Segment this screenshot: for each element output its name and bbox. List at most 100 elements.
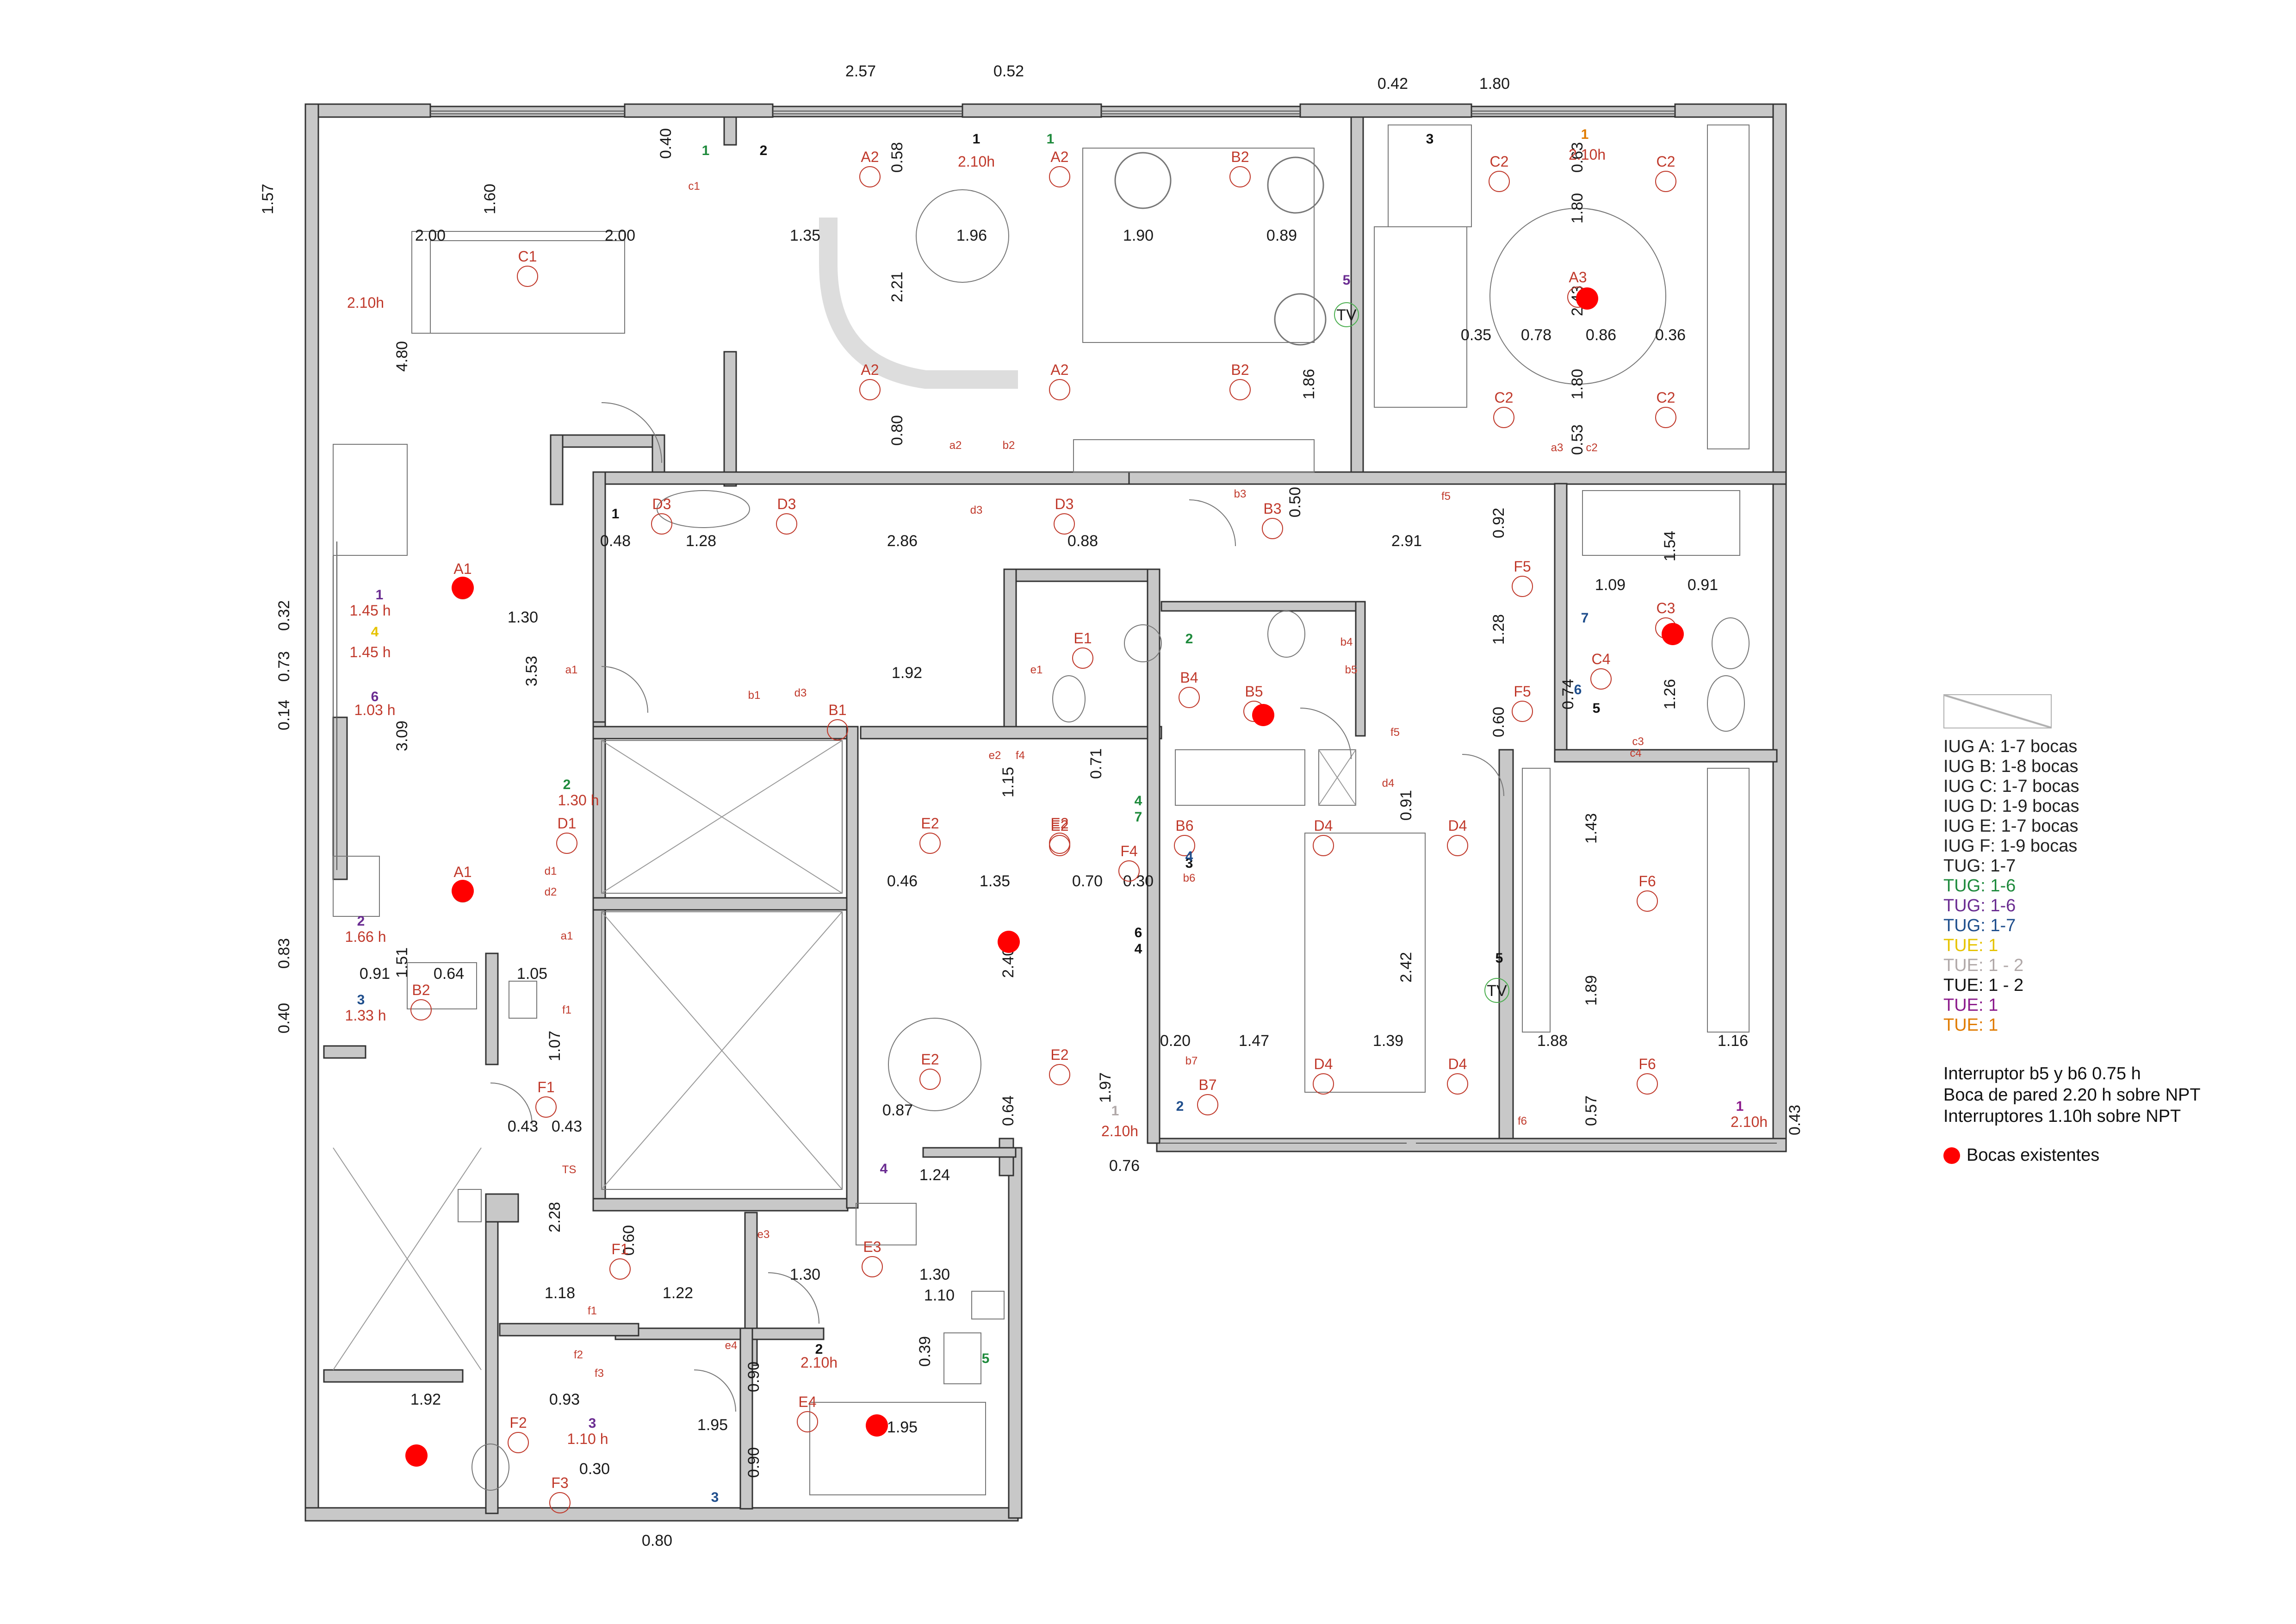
wall: [1008, 1147, 1023, 1519]
dimension-label: 0.35: [1461, 326, 1491, 344]
switch-label: f5: [1441, 490, 1451, 503]
dimension-label: 1.30: [919, 1266, 950, 1283]
light-point-icon: [1447, 835, 1468, 856]
legend-existing: Bocas existentes: [1943, 1145, 2277, 1165]
dimension-label: 0.64: [999, 1095, 1017, 1126]
dimension-label: 1.30: [508, 609, 538, 626]
fixture-outline: [1175, 749, 1305, 806]
fixture-outline: [601, 911, 843, 1190]
dimension-label: 1.47: [1239, 1032, 1269, 1050]
room-label: A2: [1050, 149, 1068, 165]
light-point-icon: [1313, 835, 1334, 856]
fixture-outline: [856, 1203, 917, 1245]
fixture-outline: [971, 1291, 1005, 1319]
wall: [332, 716, 348, 880]
existing-outlet-icon: [1662, 623, 1684, 645]
dimension-label: 1.35: [790, 227, 820, 244]
dimension-label: 0.90: [745, 1447, 763, 1478]
dimension-label: 1.95: [697, 1416, 728, 1434]
switch-label: e3: [757, 1228, 770, 1241]
legend-existing-label: Bocas existentes: [1967, 1145, 2100, 1165]
light-point-icon: [1049, 1064, 1070, 1085]
legend-item: IUG D: 1-9 bocas: [1943, 796, 2079, 816]
height-note: 1.45 h: [350, 602, 391, 619]
room-label: D3: [1055, 496, 1074, 512]
height-note: 2.10h: [1101, 1123, 1138, 1139]
circuit-number: 2: [357, 914, 365, 929]
dimension-label: 1.90: [1123, 227, 1154, 244]
dimension-label: 1.43: [1582, 813, 1600, 844]
existing-outlet-icon: [866, 1414, 888, 1437]
dimension-label: 0.91: [1397, 790, 1415, 821]
fixture-outline: [458, 1189, 482, 1222]
dimension-label: 0.73: [275, 651, 293, 682]
circuit-number: 5: [1593, 701, 1601, 716]
fixture-outline: [333, 444, 408, 556]
light-point-icon: [919, 833, 941, 854]
tv-icon: [1484, 978, 1509, 1003]
wall: [592, 721, 606, 1209]
circuit-number: 1: [1736, 1099, 1744, 1114]
light-point-icon: [1049, 835, 1070, 856]
light-point-icon: [609, 1258, 631, 1280]
wall: [499, 1323, 639, 1337]
dimension-label: 1.92: [892, 664, 922, 682]
wall: [624, 103, 774, 118]
light-point-icon: [1655, 407, 1676, 428]
switch-label: a1: [561, 930, 573, 942]
switch-label: f2: [574, 1349, 583, 1361]
dimension-label: 1.96: [956, 227, 987, 244]
circuit-number: 7: [1581, 610, 1589, 626]
light-point-icon: [797, 1411, 818, 1432]
room-label: C4: [1592, 651, 1611, 667]
sofa-icon: [819, 218, 1018, 389]
room-label: E4: [798, 1394, 816, 1410]
room-label: C2: [1495, 389, 1514, 406]
dimension-label: 1.54: [1661, 531, 1679, 561]
existing-outlet-icon: [452, 880, 474, 902]
dimension-label: 0.42: [1378, 75, 1408, 93]
fixture-outline: [509, 981, 537, 1019]
door-swing: [490, 1083, 533, 1125]
legend-item: TUE: 1: [1943, 936, 1998, 955]
switch-label: f1: [562, 1004, 571, 1016]
light-point-icon: [1229, 166, 1251, 187]
switch-label: d3: [970, 504, 983, 516]
circuit-number: 4: [1135, 941, 1142, 957]
switch-label: b3: [1234, 488, 1247, 500]
room-label: B5: [1245, 683, 1263, 700]
room-label: B2: [1231, 361, 1249, 378]
room-label: A3: [1569, 269, 1587, 286]
dimension-label: 1.30: [790, 1266, 820, 1283]
switch-label: f5: [1390, 726, 1400, 739]
wall: [304, 103, 431, 118]
door-swing: [601, 402, 662, 463]
dimension-label: 1.86: [1300, 369, 1318, 399]
height-note: 1.30 h: [558, 792, 599, 809]
dimension-label: 1.95: [887, 1419, 918, 1436]
room-label: F6: [1638, 1056, 1656, 1072]
circuit-number: 3: [711, 1490, 719, 1505]
dimension-label: 1.88: [1537, 1032, 1568, 1050]
wall: [723, 351, 737, 487]
wall: [652, 434, 665, 473]
fixture-outline: [1124, 624, 1162, 662]
fixture-outline: [1304, 833, 1426, 1093]
room-label: F4: [1120, 843, 1137, 859]
dimension-label: 1.16: [1718, 1032, 1748, 1050]
light-point-icon: [919, 1069, 941, 1090]
light-point-icon: [1179, 687, 1200, 708]
switch-label: b1: [748, 689, 761, 702]
door-swing: [601, 666, 648, 713]
dimension-label: 1.39: [1373, 1032, 1403, 1050]
wall: [962, 103, 1102, 118]
light-point-icon: [1262, 518, 1283, 539]
height-note: 2.10h: [800, 1354, 838, 1371]
switch-label: TS: [562, 1164, 577, 1176]
dimension-label: 0.39: [916, 1336, 934, 1367]
dimension-label: 0.40: [657, 128, 675, 159]
circuit-number: 2: [563, 777, 571, 792]
fixture-outline: [333, 856, 380, 917]
dimension-label: 0.89: [1266, 227, 1297, 244]
